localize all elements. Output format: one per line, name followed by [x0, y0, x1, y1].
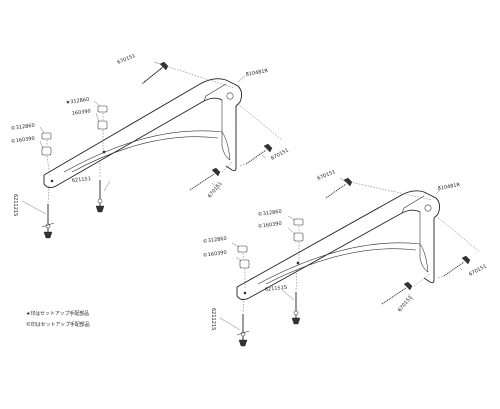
upper-cap-top-label: ★312860 [65, 97, 89, 106]
upper-cap-left-icon [41, 132, 52, 140]
lower-bracket-label: 810481R [437, 182, 461, 192]
upper-washer-top-label: 160390 [71, 108, 91, 117]
upper-screw-top-icon [141, 61, 169, 85]
lower-washer-top-icon [293, 232, 304, 242]
lower-bolt-mid-icon [291, 292, 301, 325]
upper-bracket-label: 810481R [245, 68, 269, 78]
lower-screw-bottom-label: 670151 [397, 295, 414, 313]
lower-washer-left-icon [239, 259, 250, 269]
lower-washer-top-label: ©160390 [257, 220, 282, 230]
lower-washer-left-label: ©160390 [202, 249, 227, 259]
upper-washer-left-icon [41, 146, 52, 156]
lower-cap-top-icon [293, 218, 304, 226]
lower-bracket [236, 190, 441, 301]
upper-cap-left-label: ©312860 [10, 122, 35, 132]
lower-cap-left-icon [237, 245, 248, 253]
upper-screw-bottom-label: 670151 [207, 181, 224, 199]
upper-cap-top-icon [97, 105, 108, 113]
legend: ★印はセットアップ手配部品 ©印はセットアップ手配部品 [26, 310, 90, 328]
upper-bolt-mid-icon [95, 180, 105, 213]
upper-screw-right-label: 670151 [270, 148, 290, 162]
lower-screw-right-icon [443, 255, 471, 277]
upper-screw-bottom-icon [189, 167, 221, 191]
lower-bolt-left-icon [236, 314, 250, 347]
lower-cap-left-label: ©312860 [202, 235, 227, 245]
upper-bolt-mid-label: 621151 [72, 176, 92, 184]
lower-screw-top-icon [325, 177, 353, 199]
lower-screw-top-label: 670151 [317, 169, 337, 182]
lower-bolt-left-label: 621121S [210, 308, 216, 330]
lower-bolt-mid-label: 621151S [265, 285, 288, 293]
lower-cap-top-label: ©312860 [257, 208, 282, 218]
lower-assembly: 670151 810481R ©312860 ©160390 ©312860 ©… [202, 169, 488, 347]
upper-assembly: 670151 810481R ★312860 160390 ©312860 ©1… [10, 53, 290, 239]
upper-bracket [43, 78, 243, 189]
upper-bolt-left-icon [41, 204, 55, 239]
lower-screw-right-label: 670151 [468, 264, 488, 278]
lower-screw-bottom-icon [381, 281, 413, 305]
legend-line-2: ©印はセットアップ手配部品 [26, 321, 90, 328]
upper-washer-left-label: ©160390 [10, 135, 35, 145]
upper-screw-top-label: 670151 [117, 53, 137, 66]
legend-line-1: ★印はセットアップ手配部品 [26, 310, 89, 317]
upper-screw-right-icon [245, 143, 273, 165]
upper-washer-top-icon [97, 120, 108, 130]
upper-bolt-left-label: 621121S [12, 194, 18, 216]
